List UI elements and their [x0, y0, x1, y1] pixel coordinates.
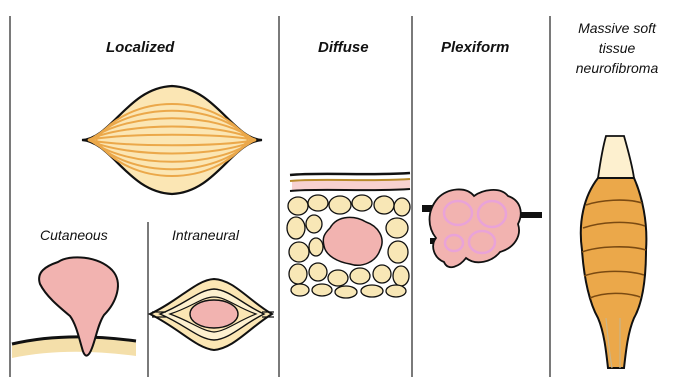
plexiform-lesion-illustration	[422, 189, 542, 267]
localized-lesion-illustration	[82, 86, 262, 194]
label-intraneural: Intraneural	[172, 227, 239, 243]
label-plexiform: Plexiform	[441, 39, 509, 56]
massive-neurofibroma-illustration	[581, 136, 647, 368]
label-localized: Localized	[106, 39, 174, 56]
intraneural-lesion-illustration	[150, 279, 274, 350]
diffuse-lesion-illustration	[287, 173, 410, 298]
label-massive-soft-tissue-neurofibroma: Massive soft tissue neurofibroma	[558, 18, 676, 78]
label-diffuse: Diffuse	[318, 39, 369, 56]
label-cutaneous: Cutaneous	[40, 227, 108, 243]
cutaneous-lesion-illustration	[12, 257, 136, 358]
